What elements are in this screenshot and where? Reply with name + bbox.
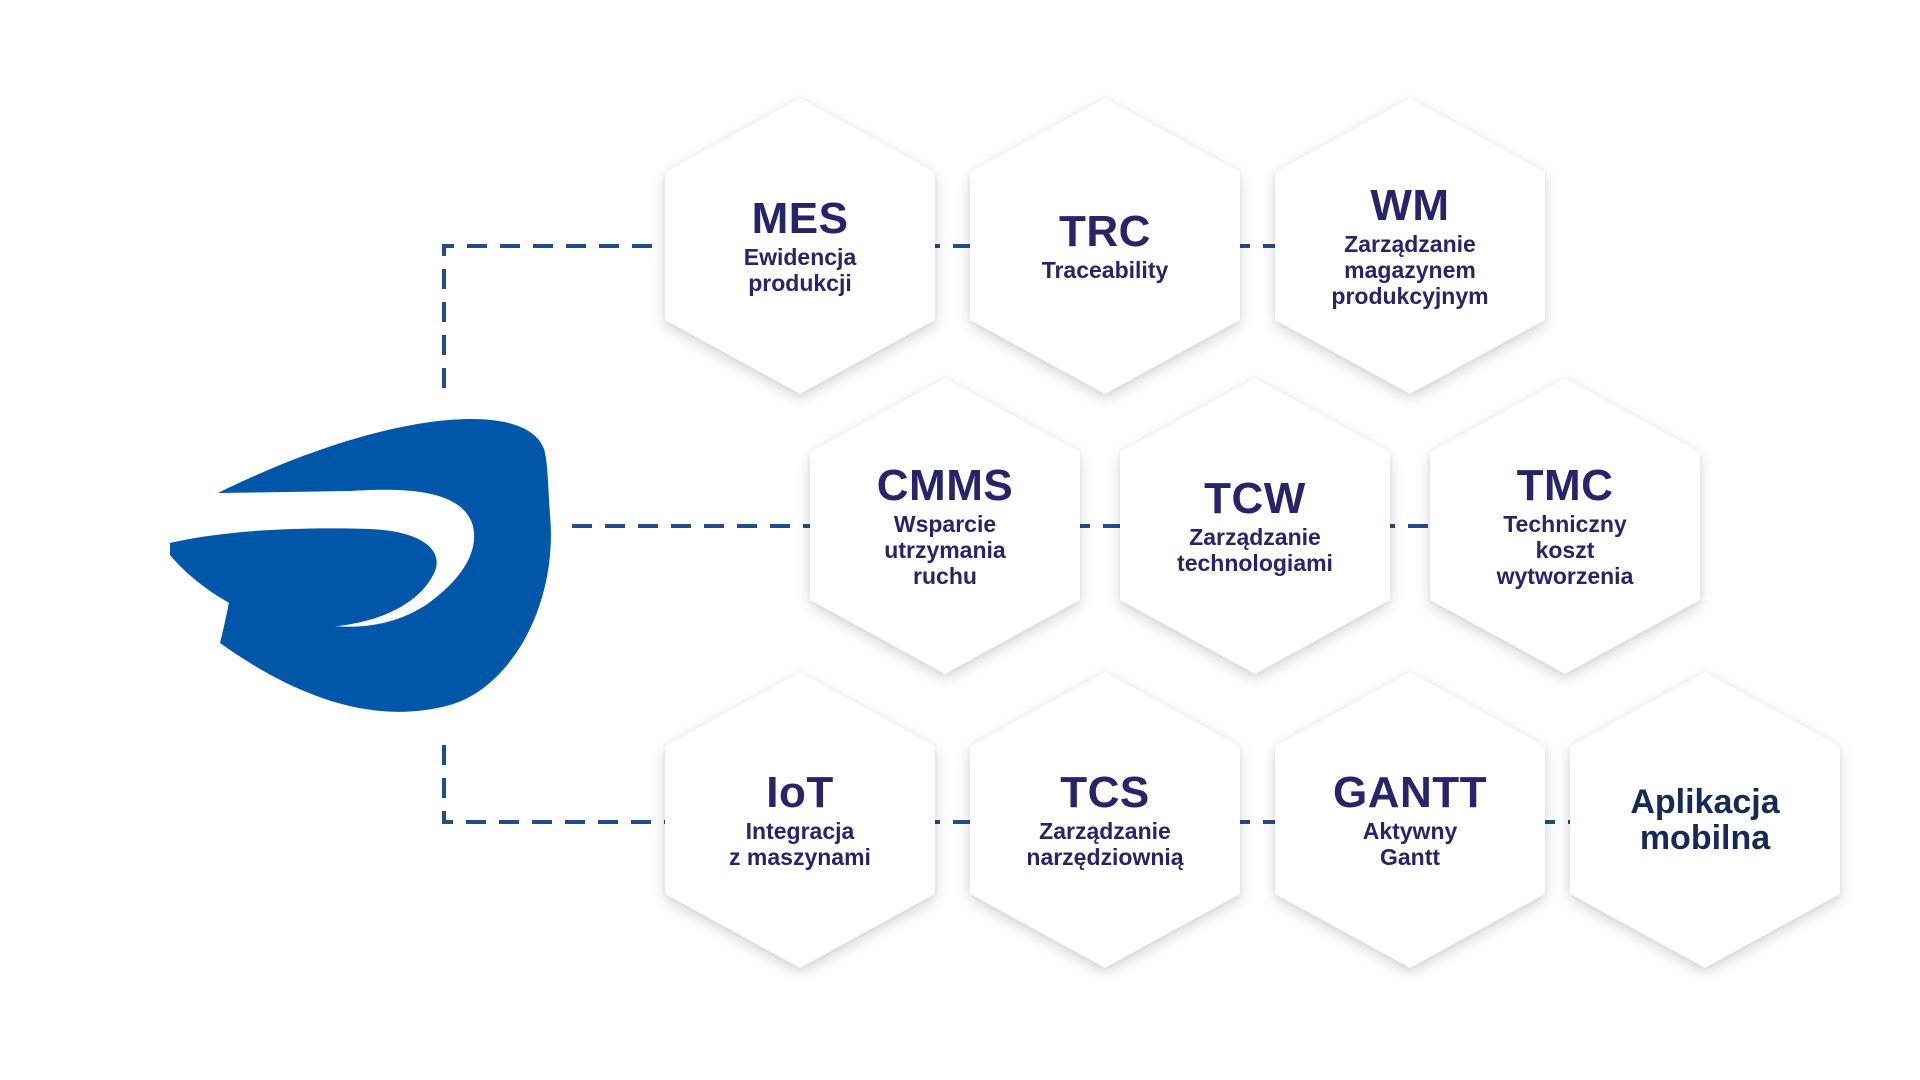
module-description: Zarządzanie magazynem produkcyjnym [1331, 231, 1489, 309]
module-code: TCS [1060, 768, 1150, 817]
module-description: Techniczny koszt wytworzenia [1496, 511, 1634, 589]
module-code: TRC [1059, 207, 1151, 256]
module-description: Traceability [1041, 257, 1169, 283]
connector-top-branch [442, 244, 668, 388]
module-label: Aplikacja mobilna [1570, 672, 1840, 968]
module-description: Aktywny Gantt [1362, 818, 1458, 870]
module-description: Integracja z maszynami [729, 818, 871, 870]
module-hex-aplikacja: Aplikacja mobilna [1570, 672, 1840, 968]
module-code: WM [1370, 181, 1450, 230]
module-description: Ewidencja produkcji [743, 244, 857, 296]
module-title: Aplikacja mobilna [1630, 783, 1780, 857]
module-description: Zarządzanie technologiami [1177, 524, 1333, 576]
module-description: Zarządzanie narzędziownią [1026, 818, 1184, 870]
module-code: MES [751, 194, 849, 243]
module-code: GANTT [1332, 768, 1488, 817]
module-code: TCW [1204, 474, 1306, 523]
module-code: TMC [1516, 461, 1614, 510]
module-code: CMMS [876, 461, 1014, 510]
module-code: IoT [766, 768, 834, 817]
connector-bottom-branch [442, 745, 668, 824]
module-description: Wsparcie utrzymania ruchu [884, 511, 1006, 589]
company-logo-icon [170, 418, 551, 712]
